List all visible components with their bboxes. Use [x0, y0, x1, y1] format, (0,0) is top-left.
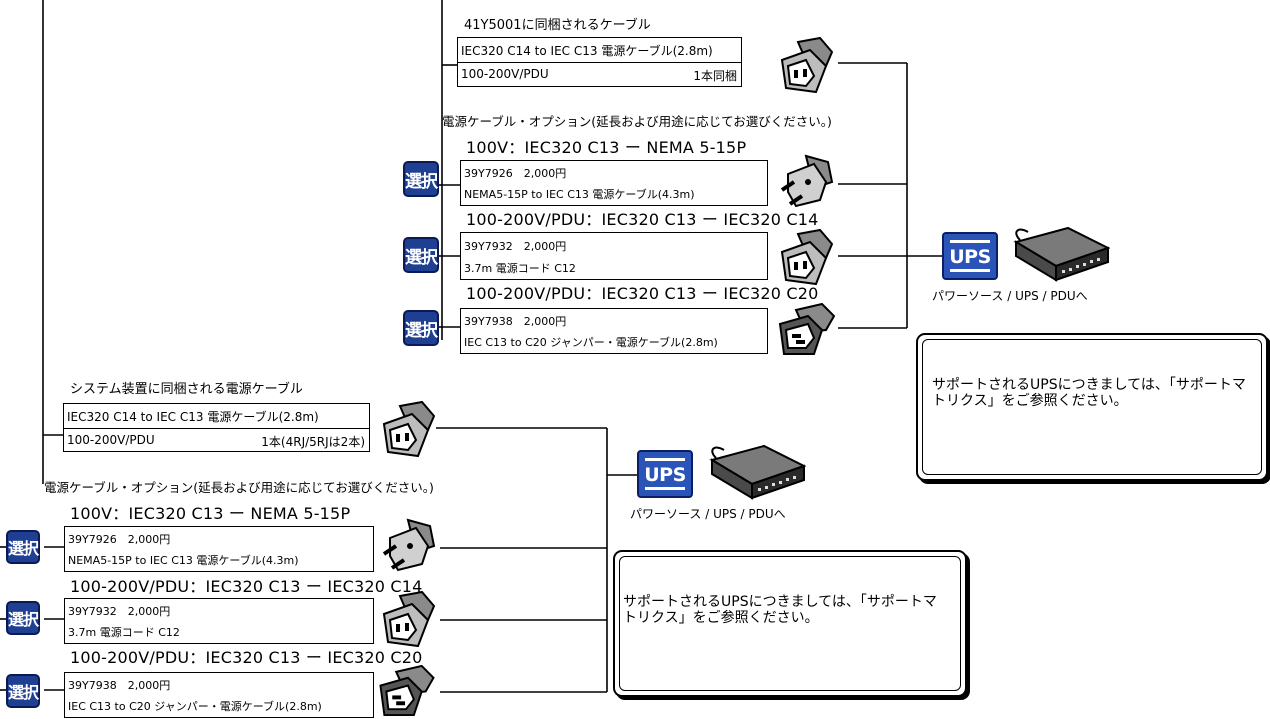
lower-ups-icon: UPS: [637, 450, 693, 498]
c20-plug-icon: [379, 664, 435, 717]
upper-option-1-box: 39Y7926 2,000円 NEMA5-15P to IEC C13 電源ケー…: [460, 160, 768, 206]
lower-options-heading: 電源ケーブル・オプション(延長および用途に応じてお選びください。): [44, 480, 434, 495]
upper-power-source-caption: パワーソース / UPS / PDUへ: [932, 289, 1088, 303]
lower-bundled-voltage-row: 100-200V/PDU 1本(4RJ/5RJは2本): [67, 433, 365, 449]
upper-option-3-part: 39Y7938 2,000円: [464, 315, 567, 328]
lower-option-1-select-button[interactable]: 選択: [6, 530, 40, 564]
lower-option-3-desc: IEC C13 to C20 ジャンパー・電源ケーブル(2.8m): [68, 700, 322, 713]
upper-note-box: サポートされるUPSにつきましては、「サポートマトリクス」をご参照ください。: [916, 333, 1268, 481]
pdu-icon: [709, 444, 806, 500]
upper-bundled-cable-box: IEC320 C14 to IEC C13 電源ケーブル(2.8m) 100-2…: [457, 37, 742, 87]
lower-ups-label: UPS: [644, 464, 686, 486]
upper-option-1-select-button[interactable]: 選択: [403, 161, 439, 197]
lower-power-source-caption: パワーソース / UPS / PDUへ: [630, 507, 786, 521]
lower-option-2-subhead: 100-200V/PDU：IEC320 C13 ー IEC320 C14: [70, 577, 423, 596]
lower-option-2-box: 39Y7932 2,000円 3.7m 電源コード C12: [64, 598, 374, 644]
lower-option-3-box: 39Y7938 2,000円 IEC C13 to C20 ジャンパー・電源ケー…: [64, 672, 374, 718]
lower-option-1-box: 39Y7926 2,000円 NEMA5-15P to IEC C13 電源ケー…: [64, 526, 374, 572]
upper-bundled-cable-name: IEC320 C14 to IEC C13 電源ケーブル(2.8m): [461, 44, 713, 58]
upper-options-heading: 電源ケーブル・オプション(延長および用途に応じてお選びください。): [442, 114, 832, 129]
lower-bundled-cable-box: IEC320 C14 to IEC C13 電源ケーブル(2.8m) 100-2…: [63, 403, 370, 452]
upper-option-3-desc: IEC C13 to C20 ジャンパー・電源ケーブル(2.8m): [464, 336, 718, 349]
nema-plug-icon: [780, 154, 834, 208]
c13-plug-icon: [382, 400, 436, 458]
lower-note-box: サポートされるUPSにつきましては、「サポートマトリクス」をご参照ください。: [613, 550, 967, 697]
upper-option-2-desc: 3.7m 電源コード C12: [464, 262, 576, 275]
upper-bundled-heading: 41Y5001に同梱されるケーブル: [464, 18, 651, 33]
lower-note-text: サポートされるUPSにつきましては、「サポートマトリクス」をご参照ください。: [623, 594, 937, 626]
lower-option-2-desc: 3.7m 電源コード C12: [68, 626, 180, 639]
pdu-icon: [1013, 226, 1110, 282]
upper-option-1-desc: NEMA5-15P to IEC C13 電源ケーブル(4.3m): [464, 188, 695, 201]
upper-option-1-subhead: 100V：IEC320 C13 ー NEMA 5-15P: [466, 138, 747, 157]
lower-bundled-quantity: 1本(4RJ/5RJは2本): [261, 435, 365, 449]
upper-note-text: サポートされるUPSにつきましては、「サポートマトリクス」をご参照ください。: [932, 377, 1246, 409]
lower-option-2-select-button[interactable]: 選択: [6, 601, 40, 635]
lower-option-3-select-button[interactable]: 選択: [6, 674, 40, 708]
upper-option-2-select-button[interactable]: 選択: [403, 237, 439, 273]
upper-option-3-select-button[interactable]: 選択: [403, 310, 439, 346]
lower-option-1-desc: NEMA5-15P to IEC C13 電源ケーブル(4.3m): [68, 554, 299, 567]
upper-bundled-voltage: 100-200V/PDU: [461, 67, 549, 81]
c13-plug-icon: [780, 228, 834, 286]
lower-option-2-part: 39Y7932 2,000円: [68, 605, 171, 618]
c20-plug-icon: [778, 302, 836, 355]
upper-ups-label: UPS: [949, 246, 991, 268]
lower-option-3-part: 39Y7938 2,000円: [68, 679, 171, 692]
upper-option-3-subhead: 100-200V/PDU：IEC320 C13 ー IEC320 C20: [466, 284, 819, 303]
lower-option-3-subhead: 100-200V/PDU：IEC320 C13 ー IEC320 C20: [70, 648, 423, 667]
upper-option-1-part: 39Y7926 2,000円: [464, 167, 567, 180]
lower-bundled-heading: システム装置に同梱される電源ケーブル: [70, 382, 303, 397]
upper-option-2-subhead: 100-200V/PDU：IEC320 C13 ー IEC320 C14: [466, 210, 819, 229]
lower-option-1-part: 39Y7926 2,000円: [68, 533, 171, 546]
upper-option-2-part: 39Y7932 2,000円: [464, 240, 567, 253]
lower-bundled-cable-name: IEC320 C14 to IEC C13 電源ケーブル(2.8m): [67, 410, 319, 424]
upper-option-2-box: 39Y7932 2,000円 3.7m 電源コード C12: [460, 232, 768, 280]
upper-bundled-quantity: 1本同梱: [693, 69, 737, 83]
c13-plug-icon: [780, 36, 834, 94]
upper-ups-icon: UPS: [942, 232, 998, 280]
lower-option-1-subhead: 100V：IEC320 C13 ー NEMA 5-15P: [70, 504, 351, 523]
upper-bundled-voltage-row: 100-200V/PDU 1本同梱: [461, 67, 737, 83]
upper-option-3-box: 39Y7938 2,000円 IEC C13 to C20 ジャンパー・電源ケー…: [460, 308, 768, 354]
lower-bundled-voltage: 100-200V/PDU: [67, 433, 155, 447]
c13-plug-icon: [382, 590, 436, 648]
nema-plug-icon: [382, 518, 436, 572]
